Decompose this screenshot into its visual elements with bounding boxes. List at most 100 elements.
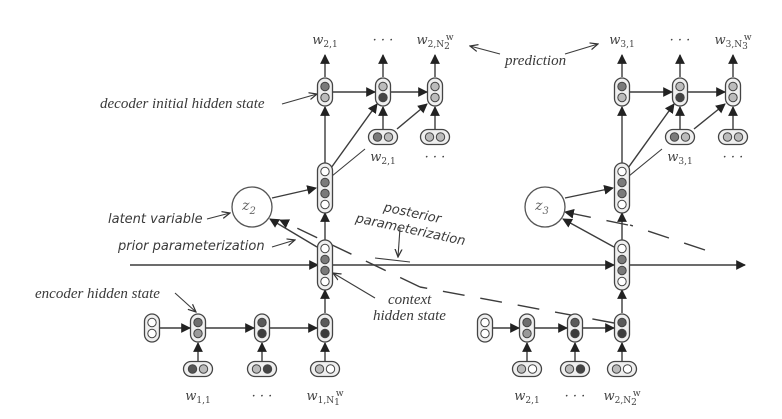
unit-circle xyxy=(617,276,627,287)
decoder-context-arrow xyxy=(330,103,378,169)
encoder-token-label: w2,N2w xyxy=(603,389,640,408)
unit-circle xyxy=(372,132,383,142)
unit-circle xyxy=(378,81,388,92)
posterior-parameterization-dashed-line xyxy=(564,208,629,226)
encoder-token-label: · · · xyxy=(252,389,273,404)
context-hidden-state-label-line2: hidden state xyxy=(373,308,446,324)
unit-circle xyxy=(320,254,330,265)
encoder-token-label: w1,1 xyxy=(185,389,210,406)
encoder-input-embedding xyxy=(246,360,278,378)
encoder-hidden-state-node xyxy=(518,313,536,343)
unit-circle xyxy=(617,199,627,210)
unit-circle xyxy=(435,132,446,142)
unit-circle xyxy=(320,177,330,188)
decoder-context-arrow xyxy=(331,148,366,177)
unit-circle xyxy=(570,317,580,328)
unit-circle xyxy=(320,166,330,177)
unit-circle xyxy=(617,188,627,199)
unit-circle xyxy=(617,254,627,265)
latent-to-decoder-arrow xyxy=(271,185,317,199)
unit-circle xyxy=(320,199,330,210)
unit-circle xyxy=(320,276,330,287)
posterior-parameterization-pointer xyxy=(398,227,400,257)
unit-circle xyxy=(617,317,627,328)
unit-circle xyxy=(617,265,627,276)
prior-parameterization-pointer xyxy=(271,240,295,248)
decoder-initial-hidden-state-node xyxy=(613,77,631,107)
encoder-input-embedding xyxy=(511,360,543,378)
encoder-token-label: · · · xyxy=(565,389,586,404)
prediction-pointer-left xyxy=(470,46,501,55)
posterior-parameterization-dashed-line xyxy=(279,219,421,288)
decoder-input-token-label: · · · xyxy=(425,150,446,165)
unit-circle xyxy=(320,243,330,254)
encoder-hidden-state-node xyxy=(316,313,334,343)
unit-circle xyxy=(147,328,157,339)
capsule-outline xyxy=(316,162,334,214)
unit-circle xyxy=(527,364,538,374)
latent-variable-label: latent variable xyxy=(108,212,203,227)
context-hidden-state-label-line1: context xyxy=(388,292,432,308)
prior-parameterization-label: prior parameterization xyxy=(117,239,265,254)
unit-circle xyxy=(617,166,627,177)
unit-circle xyxy=(147,317,157,328)
unit-circle xyxy=(251,364,262,374)
decoder-input-token-label: · · · xyxy=(723,150,744,165)
unit-circle xyxy=(378,92,388,103)
latent-variable-node xyxy=(524,186,566,228)
decoder-context-arrow xyxy=(396,103,428,130)
unit-circle xyxy=(257,317,267,328)
unit-circle xyxy=(611,364,622,374)
decoder-output-token-label: · · · xyxy=(373,33,394,48)
unit-circle xyxy=(193,317,203,328)
capsule-outline xyxy=(316,239,334,291)
edges-layer xyxy=(130,44,746,361)
unit-circle xyxy=(325,364,336,374)
context-hidden-state-node xyxy=(613,239,631,291)
encoder-hidden-state-label: encoder hidden state xyxy=(35,286,160,302)
latent-variable-label-z3: z3 xyxy=(534,198,549,217)
decoder-input-embedding xyxy=(367,128,399,146)
decoder-hidden-state-node xyxy=(426,77,444,107)
encoder-token-label: w2,1 xyxy=(514,389,539,406)
unit-circle xyxy=(617,328,627,339)
decoder-context-arrow xyxy=(627,103,675,169)
unit-circle xyxy=(564,364,575,374)
posterior-tick xyxy=(374,257,411,263)
labels-layer: decoder initial hidden state prediction … xyxy=(35,53,566,324)
decoder-initial-hidden-state-pointer xyxy=(281,94,317,105)
decoder-context-arrow xyxy=(628,148,663,177)
unit-circle xyxy=(728,92,738,103)
posterior-parameterization-dashed-line xyxy=(629,224,706,251)
unit-circle xyxy=(430,92,440,103)
unit-circle xyxy=(320,265,330,276)
unit-circle xyxy=(198,364,209,374)
encoder-initial-state xyxy=(476,313,494,343)
capsule-outline xyxy=(613,162,631,214)
unit-circle xyxy=(617,243,627,254)
decoder-hidden-state-node xyxy=(724,77,742,107)
decoder-output-token-label: w3,N3w xyxy=(714,33,751,52)
latent-variable-label-z2: z2 xyxy=(241,198,256,217)
encoder-input-embedding xyxy=(309,360,341,378)
unit-circle xyxy=(575,364,586,374)
encoder-input-embedding xyxy=(559,360,591,378)
unit-circle xyxy=(669,132,680,142)
encoder-input-embedding xyxy=(182,360,214,378)
prediction-pointer-right xyxy=(564,44,598,55)
encoder-initial-state xyxy=(143,313,161,343)
encoder-hidden-state-node xyxy=(189,313,207,343)
unit-circle xyxy=(570,328,580,339)
posterior-parameterization-dashed-line xyxy=(419,286,615,324)
unit-circle xyxy=(733,132,744,142)
decoder-output-token-label: w3,1 xyxy=(609,33,634,50)
unit-circle xyxy=(617,92,627,103)
context-hidden-state-node xyxy=(316,239,334,291)
decoder-input-state-node xyxy=(613,162,631,214)
nodes-layer xyxy=(143,77,749,378)
context-hidden-state-pointer xyxy=(333,273,376,299)
unit-circle xyxy=(516,364,527,374)
